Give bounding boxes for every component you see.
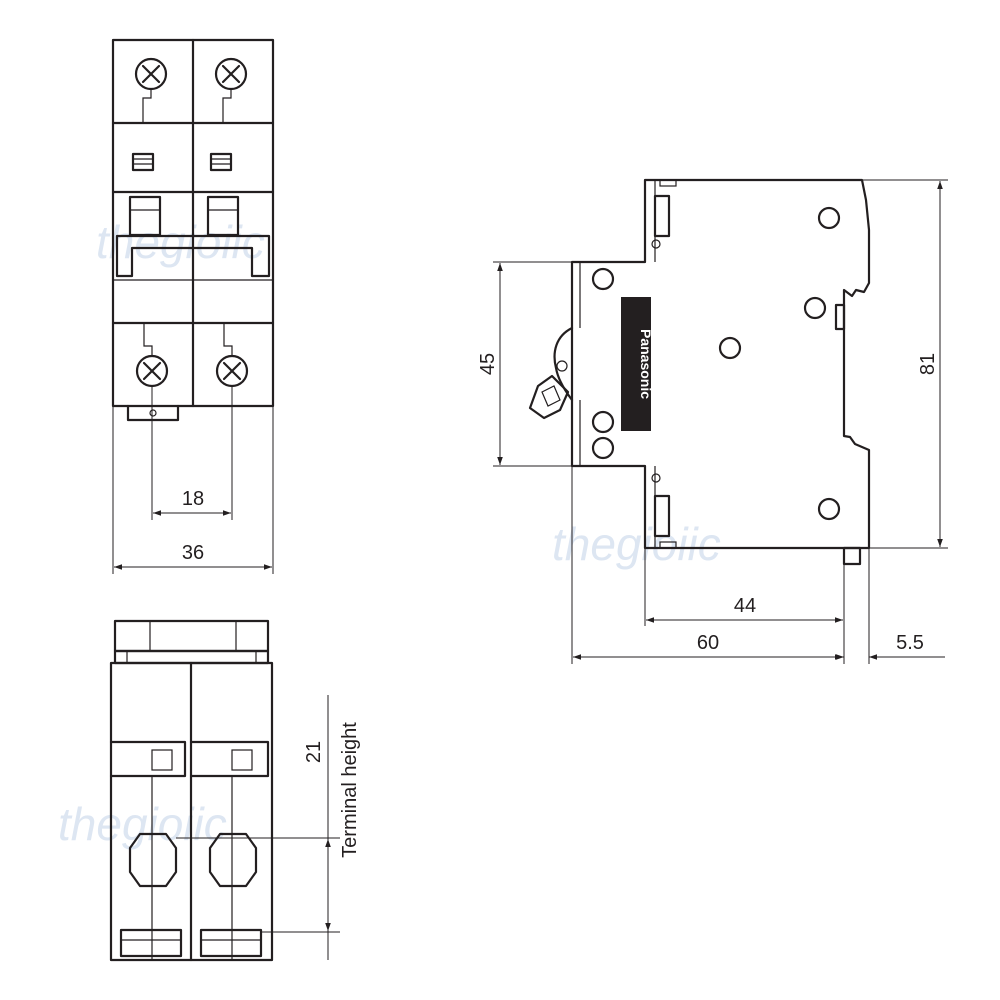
bottom-lever-base [113,649,270,665]
brand-plate [621,297,651,431]
rivet-icon [591,410,615,434]
din-clip-hole [149,409,157,417]
rivet-icon [591,436,615,460]
dim-label-front-depth: 44 [734,595,756,617]
dim-label-width: 36 [182,542,204,564]
watermark-text-front: thegioiic [96,216,265,268]
screw-icon [214,57,248,122]
terminal-entry-icon [208,832,258,888]
terminal-clamp [189,740,270,778]
screw-icon [215,324,249,388]
front-view: 18 36 [111,38,275,574]
side-body-outline [570,178,871,550]
bottom-din-clip [119,928,183,958]
screw-icon [135,324,169,388]
side-lever-foot [842,546,862,566]
side-right-clip [834,303,846,331]
indicator-window-icon [209,152,233,172]
din-clip [126,404,180,422]
side-slot-top [653,194,671,238]
rivet-icon [718,336,742,360]
small-hole-icon [651,239,661,249]
bottom-lever-corner [114,650,128,664]
side-lever-grip [541,385,561,407]
rivet-icon [817,206,841,230]
watermark-group: thegioiic thegioiic thegioiic [58,216,721,850]
brand-logo: Panasonic [638,329,654,399]
side-lever-pivot [556,360,568,372]
terminal-clamp [109,740,187,778]
side-lever-arc [553,326,574,402]
dim-label-terminal: 21 [303,741,325,763]
side-slot-bottom [653,494,671,538]
dim-label-pole-pitch: 18 [182,488,204,510]
dim-label-rail-height: 45 [477,353,499,375]
dim-label-lever-depth: 5.5 [896,632,924,654]
label-terminal-height: Terminal height [339,722,361,858]
terminal-clamp-screw [231,749,253,771]
watermark-text-side: thegioiic [552,518,721,570]
watermark-text-bottom: thegioiic [58,798,227,850]
rivet-icon [817,497,841,521]
toggle-handle [115,195,271,278]
side-lever-handle [528,374,570,420]
side-tab-bottom [659,541,677,549]
rivet-icon [591,267,615,291]
side-view: Panasonic 45 81 44 60 5.5 [477,178,948,664]
bottom-lever-corner [255,650,269,664]
dim-label-depth: 60 [697,632,719,654]
bottom-lever-housing [113,619,270,653]
small-hole-icon [651,473,661,483]
terminal-entry-icon [128,832,178,888]
rivet-icon [803,296,827,320]
bottom-din-clip [199,928,263,958]
screw-icon [134,57,168,122]
dim-label-total-height: 81 [917,353,939,375]
indicator-window-icon [131,152,155,172]
bottom-view: 21 Terminal height [109,619,361,962]
terminal-clamp-screw [151,749,173,771]
side-tab-top [659,179,677,187]
